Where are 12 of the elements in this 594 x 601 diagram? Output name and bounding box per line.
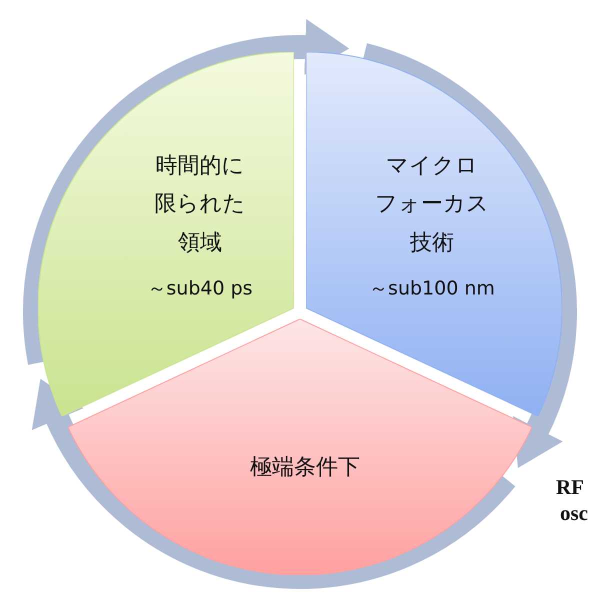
side-label: RF [556, 475, 584, 500]
pie-segment [306, 52, 562, 416]
side-label: osc [560, 501, 588, 526]
value-label: ～sub40 ps [147, 276, 253, 302]
value-label: ～sub100 nm [369, 276, 495, 302]
pie-segment [68, 319, 532, 575]
cycle-arrow [24, 19, 350, 364]
segment-label: 時間的に限られた領域 [153, 152, 246, 258]
segment-label: 極端条件下 [250, 454, 360, 482]
pie-segment [38, 52, 294, 416]
cycle-arrow [32, 380, 515, 589]
segment-label: マイクロフォーカス技術 [374, 152, 490, 258]
